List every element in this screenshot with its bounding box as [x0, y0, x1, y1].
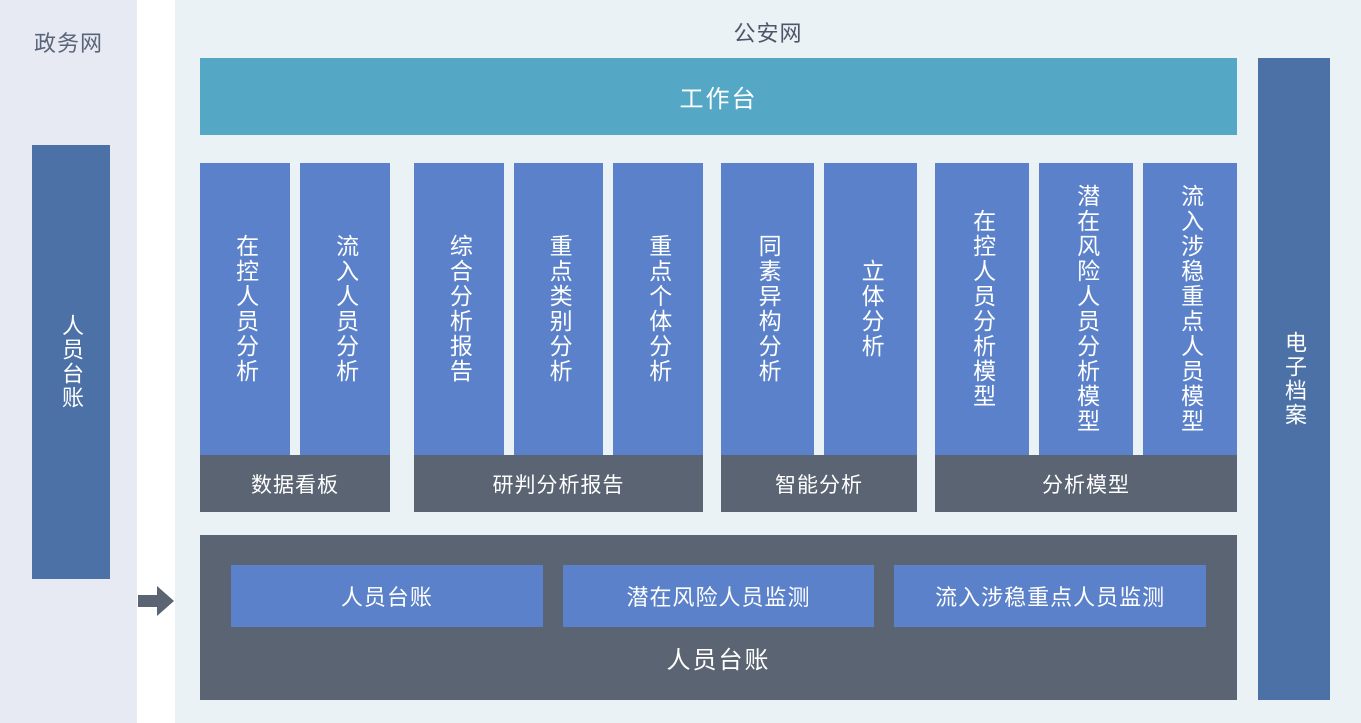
- group-footer-label: 分析模型: [1042, 473, 1130, 497]
- group-footer-label: 数据看板: [251, 473, 339, 497]
- module-card[interactable]: 流入涉稳重点人员模型: [1143, 163, 1237, 455]
- group-analysis-model: 在控人员分析模型 潜在风险人员分析模型 流入涉稳重点人员模型 分析模型: [935, 163, 1237, 512]
- group-cards: 在控人员分析模型 潜在风险人员分析模型 流入涉稳重点人员模型: [935, 163, 1237, 455]
- module-card[interactable]: 在控人员分析模型: [935, 163, 1029, 455]
- module-card-label: 在控人员分析: [232, 234, 259, 384]
- module-card[interactable]: 综合分析报告: [414, 163, 504, 455]
- module-card[interactable]: 流入人员分析: [300, 163, 390, 455]
- government-net-title: 政务网: [33, 31, 103, 56]
- module-card[interactable]: 重点个体分析: [613, 163, 704, 455]
- module-card[interactable]: 潜在风险人员分析模型: [1039, 163, 1133, 455]
- personnel-ledger-panel: 人员台账 潜在风险人员监测 流入涉稳重点人员监测 人员台账: [200, 535, 1237, 700]
- module-card[interactable]: 同素异构分析: [721, 163, 814, 455]
- module-card-label: 立体分析: [858, 259, 885, 359]
- module-card-label: 重点个体分析: [645, 234, 672, 384]
- group-cards: 在控人员分析 流入人员分析: [200, 163, 390, 455]
- module-card-label: 在控人员分析模型: [969, 209, 996, 409]
- personnel-ledger-cards: 人员台账 潜在风险人员监测 流入涉稳重点人员监测: [231, 565, 1207, 627]
- workbench-bar[interactable]: 工作台: [200, 58, 1237, 135]
- module-card[interactable]: 在控人员分析: [200, 163, 290, 455]
- ledger-card-label: 潜在风险人员监测: [626, 585, 811, 610]
- module-card-label: 潜在风险人员分析模型: [1073, 184, 1100, 434]
- personnel-ledger-block-left[interactable]: 人员台账: [32, 145, 110, 579]
- group-footer-label: 智能分析: [775, 473, 863, 497]
- group-footer: 智能分析: [721, 455, 917, 512]
- module-card-label: 综合分析报告: [446, 234, 473, 384]
- module-card[interactable]: 重点类别分析: [513, 163, 604, 455]
- group-analysis-report: 综合分析报告 重点类别分析 重点个体分析 研判分析报告: [414, 163, 704, 512]
- group-cards: 同素异构分析 立体分析: [721, 163, 917, 455]
- ledger-card[interactable]: 潜在风险人员监测: [562, 565, 875, 627]
- ledger-card[interactable]: 流入涉稳重点人员监测: [894, 565, 1207, 627]
- group-intelligent-analysis: 同素异构分析 立体分析 智能分析: [721, 163, 917, 512]
- arrow-right-icon: [137, 582, 175, 620]
- electronic-archive-block[interactable]: 电子档案: [1258, 58, 1330, 700]
- module-card-label: 流入涉稳重点人员模型: [1177, 184, 1204, 434]
- public-security-net-title: 公安网: [733, 21, 803, 46]
- module-card-label: 流入人员分析: [332, 234, 359, 384]
- group-footer-label: 研判分析报告: [492, 473, 625, 497]
- personnel-ledger-panel-label: 人员台账: [666, 647, 771, 674]
- ledger-card-label: 人员台账: [340, 585, 433, 610]
- group-footer: 分析模型: [935, 455, 1237, 512]
- group-cards: 综合分析报告 重点类别分析 重点个体分析: [414, 163, 704, 455]
- group-data-dashboard: 在控人员分析 流入人员分析 数据看板: [200, 163, 390, 512]
- ledger-card[interactable]: 人员台账: [231, 565, 543, 627]
- module-card-label: 同素异构分析: [755, 234, 782, 384]
- workbench-label: 工作台: [679, 86, 758, 113]
- module-groups: 在控人员分析 流入人员分析 数据看板 综合分析报告 重点类别分析 重点个体分析: [200, 163, 1237, 512]
- module-card[interactable]: 立体分析: [824, 163, 917, 455]
- electronic-archive-label: 电子档案: [1281, 331, 1307, 427]
- group-footer: 研判分析报告: [414, 455, 703, 512]
- personnel-ledger-label-left: 人员台账: [58, 314, 84, 410]
- group-footer: 数据看板: [200, 455, 390, 512]
- ledger-card-label: 流入涉稳重点人员监测: [935, 585, 1166, 610]
- module-card-label: 重点类别分析: [546, 234, 573, 384]
